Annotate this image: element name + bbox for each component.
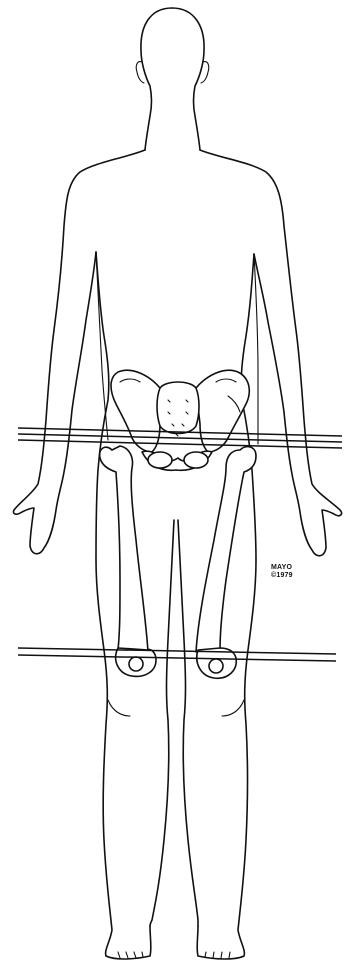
right-obturator xyxy=(184,452,208,468)
left-obturator xyxy=(148,452,172,468)
copyright-mark: MAYO ©1979 xyxy=(271,564,293,580)
body-outline xyxy=(13,8,341,959)
copyright-line-1: MAYO xyxy=(271,564,293,572)
left-toes xyxy=(118,952,143,958)
head-outline-right xyxy=(172,8,204,150)
left-knee-hint xyxy=(108,700,130,716)
knee-level-band xyxy=(18,648,336,661)
sacrum xyxy=(157,382,199,434)
left-leg-inner xyxy=(150,520,174,926)
right-patella xyxy=(209,659,223,673)
left-iliac-wing xyxy=(111,370,160,452)
right-knee-hint xyxy=(222,700,244,716)
left-patella xyxy=(129,657,143,671)
femurs xyxy=(100,446,256,678)
right-femur xyxy=(196,447,256,652)
left-femur xyxy=(100,446,148,652)
right-inner-arm xyxy=(254,254,258,444)
right-leg-inner xyxy=(178,520,198,926)
right-shoulder-arm xyxy=(200,150,342,556)
copyright-line-2: ©1979 xyxy=(271,572,293,580)
right-toes xyxy=(205,952,230,958)
head-outline xyxy=(141,8,172,150)
